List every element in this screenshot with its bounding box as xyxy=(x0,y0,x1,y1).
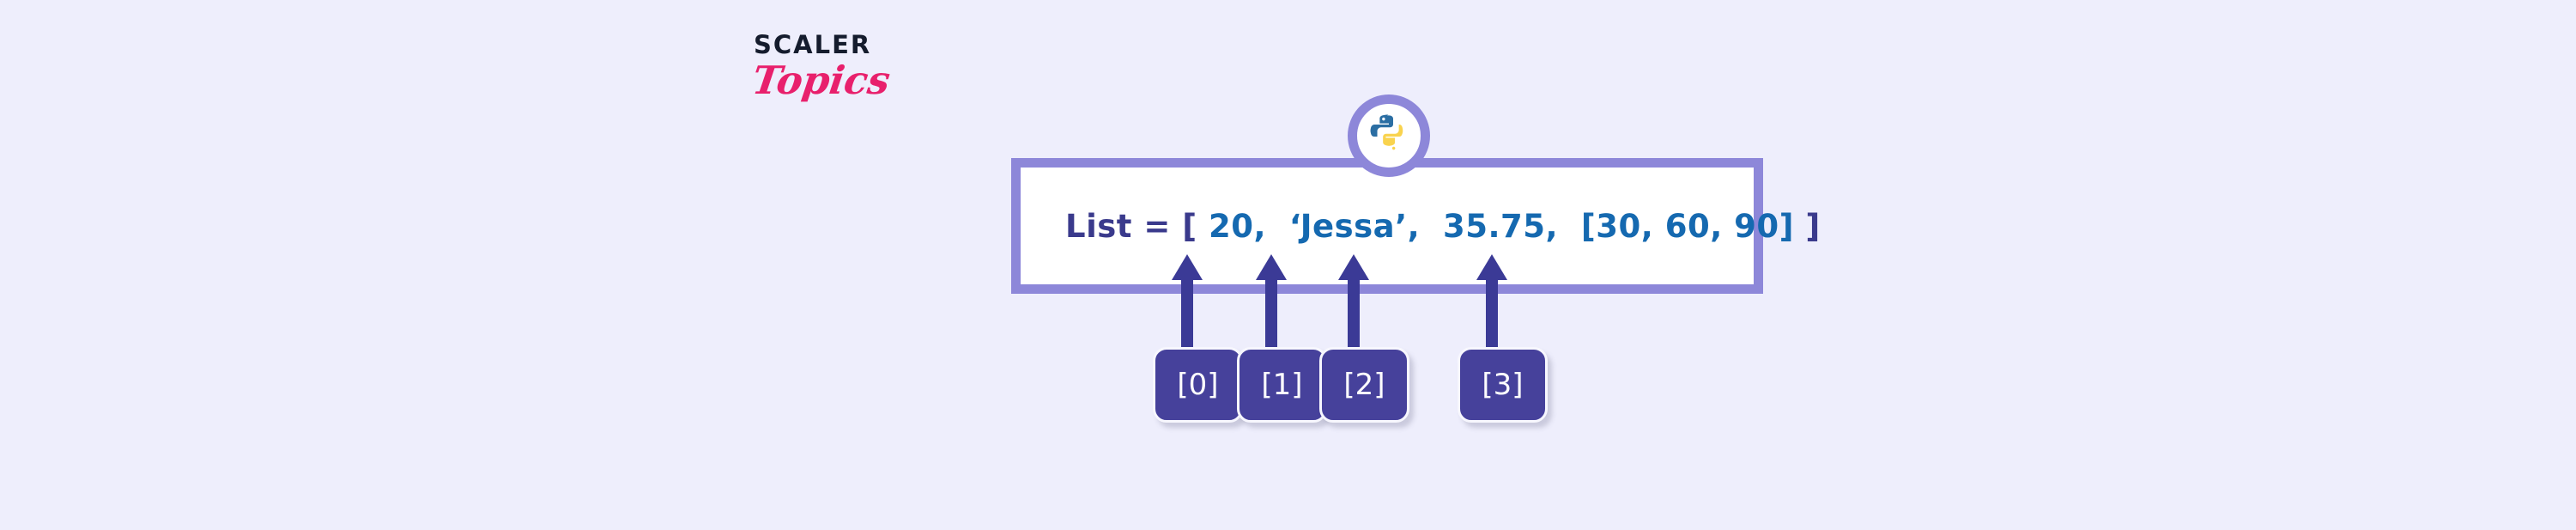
index-box-1-label: [1] xyxy=(1261,368,1303,402)
code-token-value-1: ‘Jessa’, xyxy=(1288,207,1421,245)
list-code-line: List = [ 20, ‘Jessa’, 35.75, [30, 60, 90… xyxy=(1021,168,1820,284)
index-box-0-label: [0] xyxy=(1177,368,1219,402)
code-token-open-bracket: [ xyxy=(1182,207,1209,245)
brand-topics-text: Topics xyxy=(749,58,894,103)
index-box-2[interactable]: [2] xyxy=(1319,347,1409,423)
brand-scaler-text: SCALER xyxy=(754,30,872,59)
code-token-value-3: [30, 60, 90] xyxy=(1580,207,1795,245)
scaler-topics-logo: SCALER Topics xyxy=(749,30,951,127)
arrow-to-index-3 xyxy=(1475,254,1509,352)
index-box-1[interactable]: [1] xyxy=(1237,347,1327,423)
python-logo-badge xyxy=(1348,94,1430,177)
python-logo-icon xyxy=(1365,112,1413,160)
index-box-0[interactable]: [0] xyxy=(1153,347,1243,423)
code-token-close-bracket: ] xyxy=(1794,207,1821,245)
code-token-space-2 xyxy=(1558,208,1581,245)
arrow-to-index-0 xyxy=(1170,254,1204,352)
code-token-space-1 xyxy=(1420,208,1443,245)
code-token-value-0: 20, xyxy=(1209,207,1267,245)
code-token-value-2: 35.75, xyxy=(1443,207,1559,245)
index-box-3[interactable]: [3] xyxy=(1458,347,1548,423)
code-token-list-name: List xyxy=(1065,207,1132,245)
arrow-to-index-2 xyxy=(1336,254,1371,352)
index-box-2-label: [2] xyxy=(1343,368,1385,402)
list-code-box: List = [ 20, ‘Jessa’, 35.75, [30, 60, 90… xyxy=(1011,158,1820,294)
code-token-equals: = xyxy=(1131,207,1183,245)
code-token-space-0 xyxy=(1266,208,1289,245)
arrow-to-index-1 xyxy=(1254,254,1288,352)
index-box-3-label: [3] xyxy=(1482,368,1524,402)
